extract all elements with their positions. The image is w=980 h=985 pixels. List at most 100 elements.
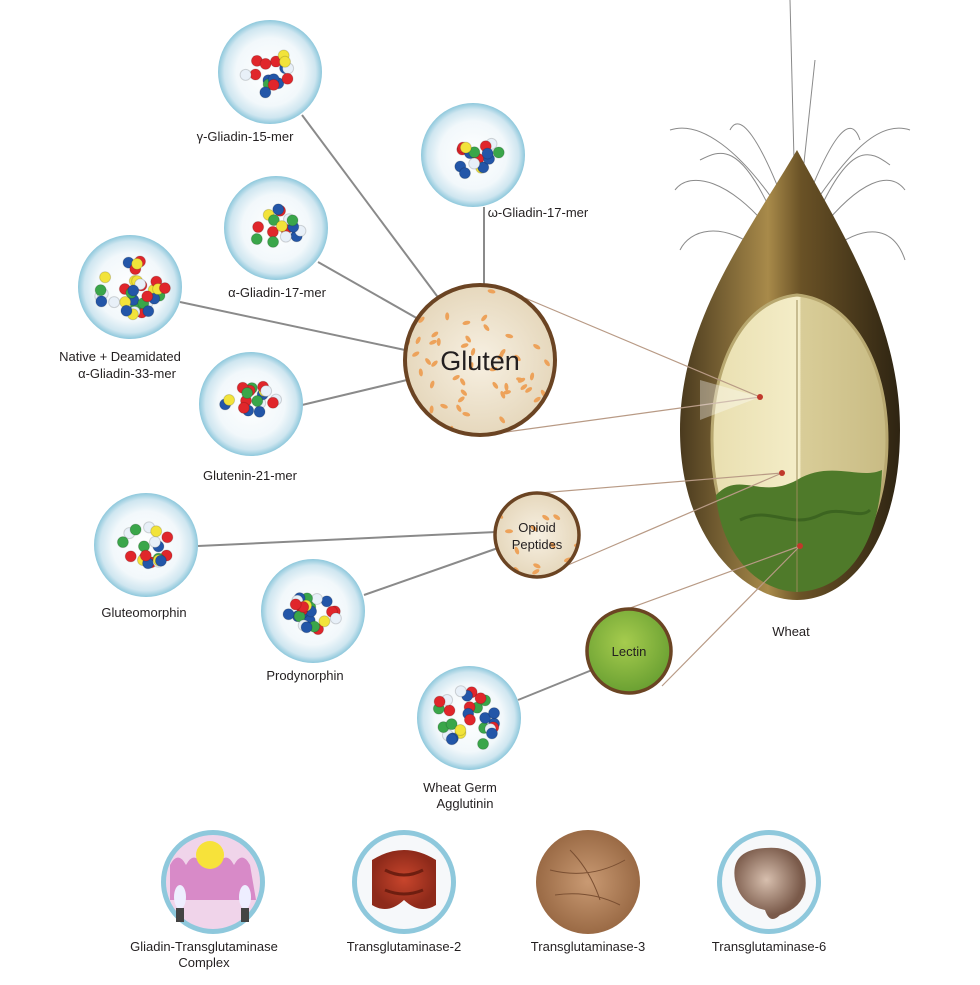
connector-lines [179,114,593,701]
molecule-atom [237,401,250,414]
molecule-atom [116,536,129,549]
grain-speck [429,380,435,389]
molecule-atom [259,57,272,70]
molecule-atom [320,595,333,608]
grain-speck [526,289,534,294]
molecule-atom [445,718,458,731]
grain-speck [553,514,561,520]
gliadin-transglutaminase-complex: Gliadin-Transglutaminase Complex [130,830,278,970]
peptide-label: Gluteomorphin [101,605,186,620]
molecule-atom [468,157,481,170]
molecule-atom [158,282,171,295]
grain-speck [445,312,450,321]
molecule-atom [485,727,498,740]
molecule-atom [252,221,265,234]
transglutaminase-2: Transglutaminase-2 [347,830,461,954]
grain-speck [489,366,498,372]
peptide-prodynorphin: Prodynorphin [261,559,365,683]
grain-speck [468,362,474,370]
molecule-atom [267,214,280,227]
molecule-atom [95,295,108,308]
molecule-atom [463,713,476,726]
grain-speck [436,337,441,346]
molecule-atom [161,531,174,544]
molecule-atom [127,284,140,297]
molecule-atom [239,68,252,81]
molecule-atom [468,146,481,159]
molecule-atom [479,711,492,724]
grain-speck [544,359,550,367]
grain-speck [457,396,465,403]
bottom-label-line1: Gliadin-Transglutaminase [130,939,278,954]
grain-speck [408,299,417,304]
grain-speck [529,372,535,381]
opioid-label-line1: Opioid [518,520,556,535]
grain-speck [499,416,506,424]
molecule-atom [272,203,285,216]
transglutaminase-3: Transglutaminase-3 [531,830,645,954]
grain-speck [503,390,511,395]
grain-speck [462,412,471,417]
grain-speck [514,354,521,362]
molecule-atom [250,233,263,246]
molecule-atom [454,685,467,698]
grain-speck [481,314,488,322]
peptide-label: Prodynorphin [266,668,343,683]
grain-speck [499,348,506,356]
molecule-atom [279,230,292,243]
grain-speck [420,293,426,301]
molecule-atom [445,733,458,746]
molecule-atom [329,612,342,625]
grain-speck [470,347,476,356]
grain-speck [465,335,472,343]
grain-speck [487,289,496,294]
opioid-marker [779,470,785,476]
grain-speck [549,541,556,549]
molecule-atom [300,621,313,634]
molecule-atom [278,55,291,68]
molecule-atom [458,167,471,180]
grain-speck [425,358,432,365]
molecule-atom [253,405,266,418]
molecule-atom [141,290,154,303]
grain-speck [460,378,466,386]
peptide-native-deamidated-alpha-gliadin-33-mer: Native + Deamidated α-Gliadin-33-mer [59,235,182,381]
grain-speck [460,343,469,348]
seed-pointer-lines [491,297,801,687]
molecule-atom [275,220,288,233]
peptide-label-line1: Native + Deamidated [59,349,181,364]
molecule-atom [129,523,142,536]
molecule-atom [223,393,236,406]
peptide-label-line2: α-Gliadin-33-mer [78,366,176,381]
peptide-wheat-germ-agglutinin: Wheat Germ Agglutinin [417,666,521,811]
molecule-atom [241,387,254,400]
grain-speck [431,331,439,338]
molecule-atom [150,525,163,538]
grain-speck [440,403,448,409]
grain-speck [492,381,499,389]
grain-speck [520,384,528,390]
grain-speck [431,360,438,367]
molecule-atom [260,384,273,397]
grain-speck [504,382,509,391]
grain-speck [462,320,471,325]
grain-speck [533,396,541,403]
wheat-seed [680,150,900,600]
molecule-atom [443,704,456,717]
molecule-atom [251,394,264,407]
bottom-label: Transglutaminase-3 [531,939,645,954]
grain-speck [533,344,541,350]
molecule-atom [286,214,299,227]
grain-speck [516,377,524,382]
molecule-atom [477,737,490,750]
molecule-atom [148,535,161,548]
molecule-atom [289,598,302,611]
peptide-glutenin-21-mer: Glutenin-21-mer [199,352,303,483]
peptide-label: ω-Gliadin-17-mer [488,205,589,220]
grain-speck [533,563,541,569]
grain-speck [460,389,468,396]
molecule-atom [318,615,331,628]
grain-speck [412,351,420,357]
lectin-label: Lectin [612,644,647,659]
